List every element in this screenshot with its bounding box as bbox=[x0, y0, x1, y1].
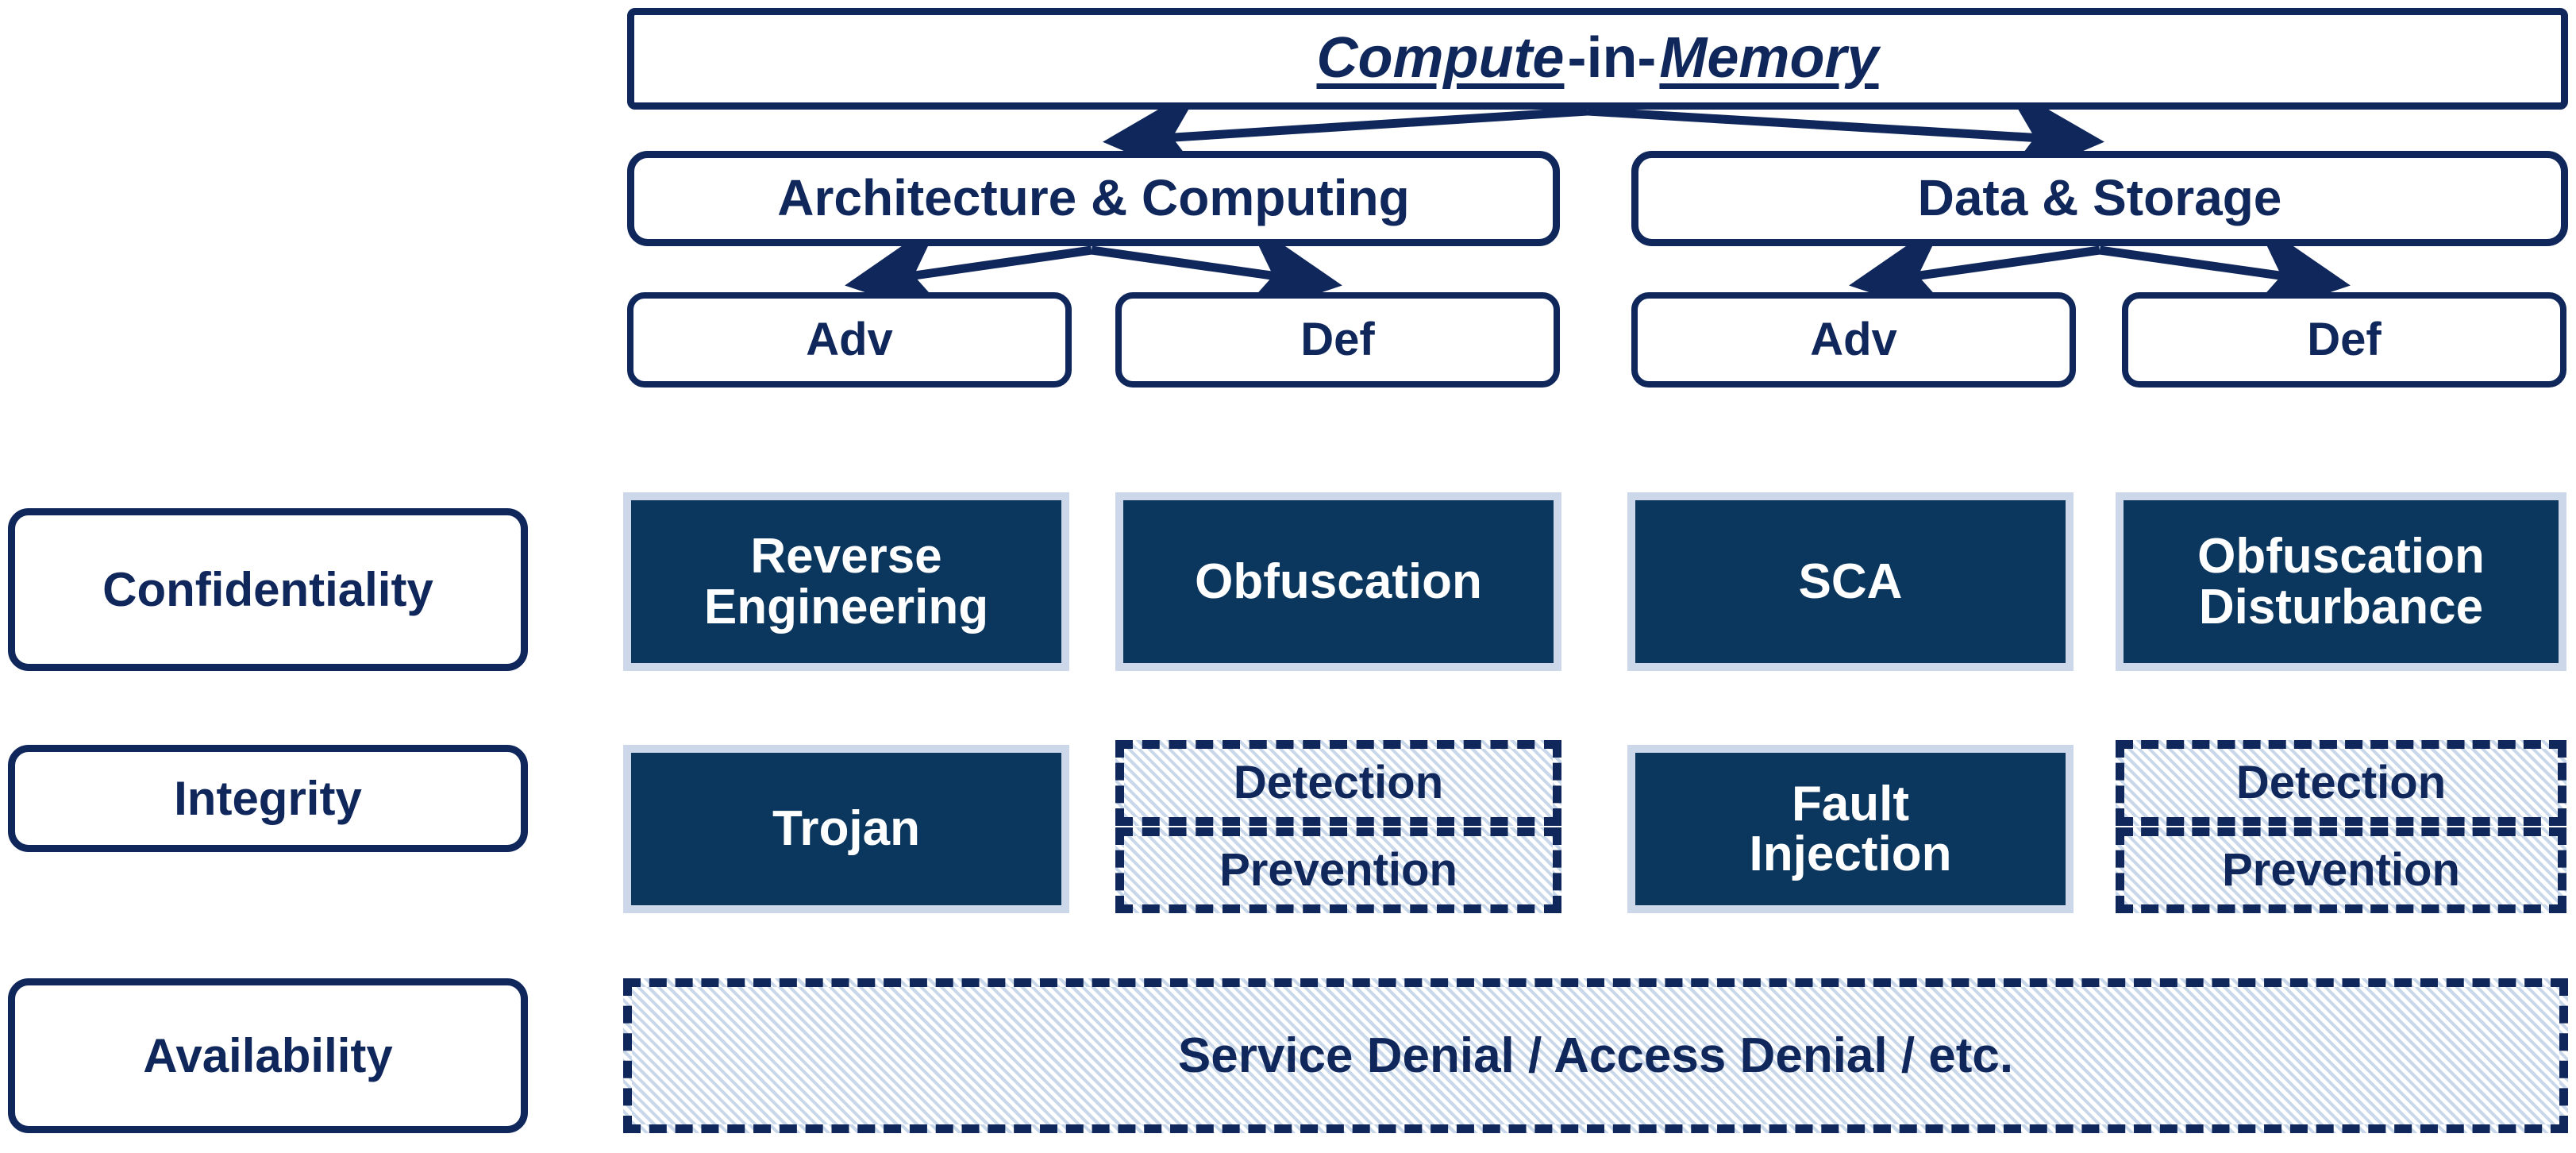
cell-obfuscation-disturbance[interactable]: Obfuscation Disturbance bbox=[2116, 492, 2566, 671]
diagram-title: Compute -in- Memory bbox=[627, 8, 2568, 110]
cell-line-1: Obfuscation bbox=[1195, 553, 1482, 609]
title-in: -in- bbox=[1567, 26, 1657, 91]
row-label-integrity: Integrity bbox=[8, 745, 528, 852]
cell-prevention-architecture[interactable]: Prevention bbox=[1115, 827, 1561, 913]
cell-line-1: Trojan bbox=[772, 801, 921, 857]
leaf-arch-def[interactable]: Def bbox=[1115, 292, 1560, 388]
category-architecture-computing[interactable]: Architecture & Computing bbox=[627, 151, 1560, 246]
cell-obfuscation-architecture[interactable]: Obfuscation bbox=[1115, 492, 1561, 671]
category-label: Data & Storage bbox=[1917, 169, 2282, 227]
cell-sca[interactable]: SCA bbox=[1627, 492, 2074, 671]
edge-arch-to-adv bbox=[845, 218, 1092, 323]
row-label-confidentiality: Confidentiality bbox=[8, 508, 528, 671]
leaf-label: Def bbox=[1300, 314, 1375, 366]
cell-label: Service Denial / Access Denial / etc. bbox=[1177, 1028, 2014, 1083]
cell-reverse-engineering[interactable]: Reverse Engineering bbox=[623, 492, 1069, 671]
leaf-label: Adv bbox=[806, 314, 893, 366]
row-label-text: Integrity bbox=[174, 771, 362, 825]
leaf-data-adv[interactable]: Adv bbox=[1631, 292, 2076, 388]
cell-line-1: Obfuscation bbox=[2197, 529, 2485, 584]
cell-availability-bar[interactable]: Service Denial / Access Denial / etc. bbox=[623, 978, 2568, 1133]
cell-line-2: Injection bbox=[1749, 827, 1952, 881]
leaf-arch-adv[interactable]: Adv bbox=[627, 292, 1072, 388]
cell-label: Detection bbox=[2235, 757, 2447, 809]
category-data-storage[interactable]: Data & Storage bbox=[1631, 151, 2568, 246]
row-label-text: Availability bbox=[143, 1028, 393, 1082]
edge-data-to-adv bbox=[1849, 218, 2100, 323]
row-label-text: Confidentiality bbox=[102, 562, 433, 616]
cell-fault-injection[interactable]: Fault Injection bbox=[1627, 745, 2074, 913]
cell-line-1: Reverse bbox=[750, 529, 942, 584]
cell-line-1: SCA bbox=[1798, 553, 1903, 609]
title-memory: Memory bbox=[1659, 26, 1879, 91]
edge-title-to-architecture bbox=[1103, 83, 1588, 188]
cell-detection-data[interactable]: Detection bbox=[2116, 740, 2566, 826]
edge-data-to-def bbox=[2099, 218, 2351, 323]
edge-arch-to-def bbox=[1091, 218, 1342, 323]
edge-title-to-data bbox=[1587, 83, 2104, 188]
cell-line-2: Engineering bbox=[703, 579, 989, 634]
cell-prevention-data[interactable]: Prevention bbox=[2116, 827, 2566, 913]
leaf-data-def[interactable]: Def bbox=[2122, 292, 2566, 388]
cell-detection-architecture[interactable]: Detection bbox=[1115, 740, 1561, 826]
cell-line-1: Fault bbox=[1791, 776, 1910, 831]
cell-label: Detection bbox=[1233, 757, 1444, 809]
cell-label: Prevention bbox=[1219, 844, 1457, 897]
cell-label: Prevention bbox=[2222, 844, 2460, 897]
leaf-label: Adv bbox=[1810, 314, 1897, 366]
title-compute: Compute bbox=[1316, 26, 1565, 91]
cell-line-2: Disturbance bbox=[2198, 579, 2484, 634]
row-label-availability: Availability bbox=[8, 978, 528, 1133]
cell-trojan[interactable]: Trojan bbox=[623, 745, 1069, 913]
category-label: Architecture & Computing bbox=[777, 169, 1410, 227]
leaf-label: Def bbox=[2307, 314, 2382, 366]
